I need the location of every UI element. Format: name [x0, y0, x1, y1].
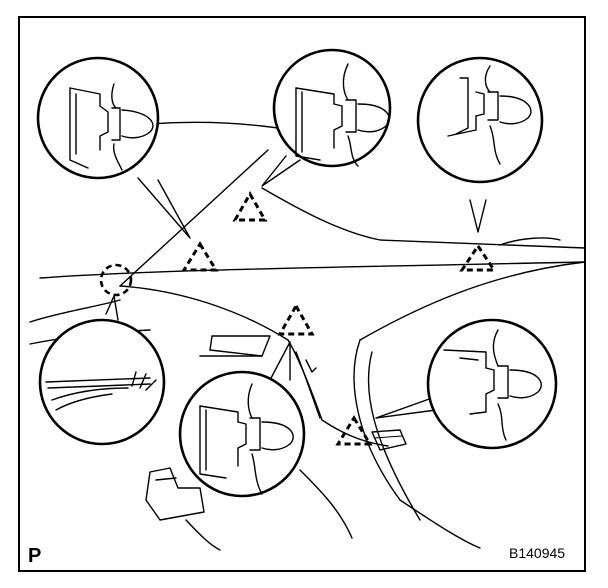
- illustration-code: B140945: [509, 545, 566, 561]
- illustration-frame: [18, 16, 586, 572]
- detail-bubble-top-left: [36, 56, 160, 180]
- clip-marker-5: [335, 415, 373, 446]
- clip-marker-4: [277, 302, 315, 336]
- corner-label: P: [28, 545, 42, 567]
- claw-location-marker: [99, 263, 133, 297]
- detail-bubble-lower-right: [426, 318, 558, 450]
- clip-marker-2: [232, 190, 268, 222]
- clip-marker-1: [181, 241, 219, 272]
- detail-bubble-mid-left: [38, 318, 166, 446]
- detail-bubble-lower-center: [178, 370, 306, 498]
- clip-markers: [99, 190, 497, 446]
- detail-bubble-top-right: [416, 56, 544, 184]
- clip-marker-3: [459, 243, 497, 272]
- callout-leaders: [105, 155, 487, 419]
- detail-bubble-top-center: [272, 48, 392, 168]
